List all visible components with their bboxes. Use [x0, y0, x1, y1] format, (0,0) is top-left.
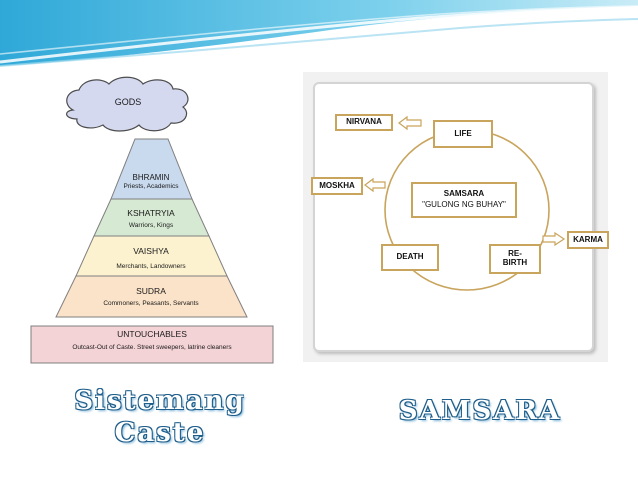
tier-vaishya-shape [75, 235, 228, 277]
arrow-to-moskha [364, 177, 386, 193]
death-label: DEATH [396, 252, 424, 262]
caste-diagram: GODS BHRAMIN Priests, Academics KSHATRYI… [25, 75, 280, 370]
sudra-label: SUDRA [136, 286, 166, 296]
samsara-moskha-box: MOSKHA [311, 177, 363, 195]
sudra-desc: Commoners, Peasants, Servants [103, 300, 199, 307]
bhramin-desc: Priests, Academics [123, 183, 179, 190]
untouchables-desc: Outcast-Out of Caste. Street sweepers, l… [72, 344, 232, 351]
samsara-rebirth-box: RE- BIRTH [489, 244, 541, 274]
life-label: LIFE [454, 128, 472, 138]
tier-sudra-shape [55, 275, 248, 318]
untouchables-label: UNTOUCHABLES [117, 329, 187, 339]
caste-pyramid-shapes [30, 76, 274, 364]
kshatryia-desc: Warriors, Kings [128, 222, 174, 229]
samsara-title: SAMSARA [398, 396, 562, 426]
caste-title-line1: Sistemang [74, 386, 246, 416]
rebirth-label-line1: RE- [508, 249, 522, 259]
samsara-center-title: SAMSARA [443, 189, 485, 199]
arrow-to-karma [542, 231, 566, 247]
kshatryia-label: KSHATRYIA [127, 208, 175, 218]
samsara-diagram: NIRVANA LIFE MOSKHA SAMSARA "GULONG NG B… [303, 72, 609, 362]
rebirth-label-line2: BIRTH [502, 258, 528, 267]
nirvana-label: NIRVANA [346, 117, 382, 127]
untouchables-shape [30, 325, 274, 364]
caste-title-line2: Caste [114, 418, 206, 448]
gods-label: GODS [114, 97, 142, 107]
tier-bhramin-shape [110, 138, 193, 200]
samsara-center-subtitle: "GULONG NG BUHAY" [422, 200, 506, 209]
arrow-to-nirvana [398, 115, 422, 131]
karma-label: KARMA [573, 234, 603, 244]
moskha-label: MOSKHA [319, 180, 355, 190]
samsara-nirvana-box: NIRVANA [335, 114, 393, 131]
vaishya-desc: Merchants, Landowners [116, 263, 186, 270]
vaishya-label: VAISHYA [133, 246, 169, 256]
gods-cloud [66, 76, 189, 132]
samsara-karma-box: KARMA [567, 231, 609, 249]
samsara-life-box: LIFE [433, 120, 493, 148]
samsara-death-box: DEATH [381, 244, 439, 271]
samsara-center-box: SAMSARA "GULONG NG BUHAY" [411, 182, 517, 218]
header-wave-decoration [0, 0, 638, 67]
bhramin-label: BHRAMIN [132, 173, 170, 182]
